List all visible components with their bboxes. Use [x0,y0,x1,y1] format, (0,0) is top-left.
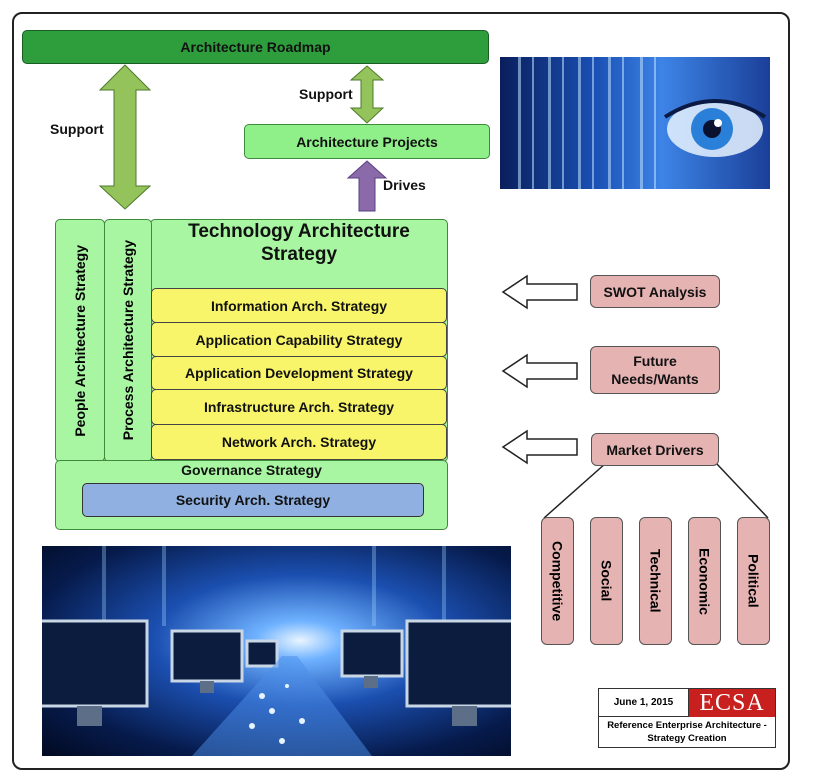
driver-social-label: Social [598,560,615,602]
driver-political-label: Political [745,554,762,608]
architecture-roadmap-label: Architecture Roadmap [180,39,331,55]
application-capability-box: Application Capability Strategy [151,322,447,357]
diagram-frame [12,12,790,770]
data-tunnel-photo [42,546,511,756]
security-strategy-box: Security Arch. Strategy [82,483,424,517]
driver-economic-box: Economic [688,517,721,645]
architecture-projects-label: Architecture Projects [296,133,438,150]
stamp-caption: Reference Enterprise Architecture - Stra… [607,720,767,744]
people-strategy-label: People Architecture Strategy [72,244,88,437]
swot-analysis-label: SWOT Analysis [603,283,707,300]
architecture-projects-box: Architecture Projects [244,124,490,159]
future-needs-box: Future Needs/Wants [590,346,720,394]
driver-economic-label: Economic [696,547,713,615]
people-strategy-box: People Architecture Strategy [55,219,105,462]
market-input-arrow [501,429,578,465]
architecture-roadmap-box: Architecture Roadmap [22,30,489,64]
swot-analysis-box: SWOT Analysis [590,275,720,308]
document-stamp: June 1, 2015 ECSA Reference Enterprise A… [598,688,776,748]
application-development-box: Application Development Strategy [151,356,447,390]
ecsa-logo: ECSA [689,689,775,717]
future-input-arrow [501,353,578,389]
future-needs-label: Future Needs/Wants [611,353,699,387]
driver-social-box: Social [590,517,623,645]
driver-political-box: Political [737,517,770,645]
stamp-date: June 1, 2015 [599,689,689,717]
driver-technical-box: Technical [639,517,672,645]
application-capability-label: Application Capability Strategy [195,331,403,348]
support-label-right: Support [299,86,353,102]
support-arrow-left [98,64,152,210]
market-drivers-box: Market Drivers [591,433,719,466]
connector-line-left [543,462,607,519]
process-strategy-box: Process Architecture Strategy [104,219,152,462]
driver-competitive-box: Competitive [541,517,574,645]
support-arrow-right [349,65,385,124]
network-strategy-box: Network Arch. Strategy [151,424,447,460]
infrastructure-strategy-label: Infrastructure Arch. Strategy [203,399,395,415]
security-strategy-label: Security Arch. Strategy [175,492,331,508]
application-development-label: Application Development Strategy [185,365,413,381]
swot-input-arrow [501,274,578,310]
network-strategy-label: Network Arch. Strategy [221,434,377,450]
connector-line-right [715,462,769,519]
driver-competitive-label: Competitive [549,540,566,622]
eye-digital-photo [500,57,770,189]
support-label-left: Support [50,121,104,137]
information-strategy-label: Information Arch. Strategy [210,297,388,314]
information-strategy-box: Information Arch. Strategy [151,288,447,323]
technology-strategy-title: Technology Architecture Strategy [188,221,410,265]
market-drivers-label: Market Drivers [606,441,704,458]
driver-technical-label: Technical [647,549,664,613]
process-strategy-label: Process Architecture Strategy [120,240,136,441]
governance-strategy-label: Governance Strategy [181,462,322,478]
infrastructure-strategy-box: Infrastructure Arch. Strategy [151,389,447,425]
drives-arrow [346,160,388,212]
drives-label: Drives [383,177,426,193]
